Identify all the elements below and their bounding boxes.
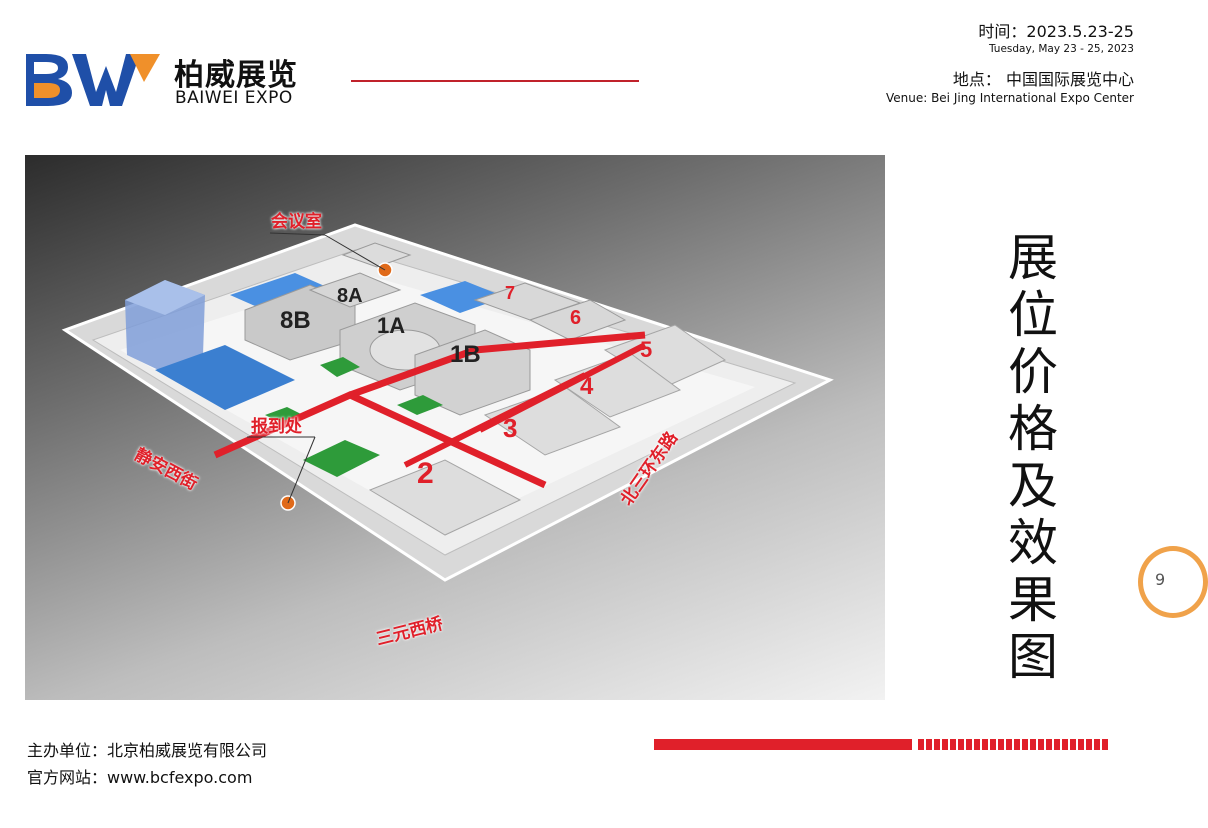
title-char: 效 [1008,514,1058,572]
hall-label-1a: 1A [377,313,406,338]
hall-label-7: 7 [505,283,516,303]
title-char: 位 [1008,286,1058,344]
event-venue: 地点： 中国国际展览中心 [952,70,1134,89]
event-venue-en: Venue: Bei Jing International Expo Cente… [885,91,1134,105]
company-logo [24,52,164,108]
hall-label-3: 3 [503,413,518,443]
hall-label-5: 5 [640,337,653,362]
side-badge[interactable]: 9 [1138,546,1208,618]
title-char: 图 [1008,628,1058,686]
page-title-vertical: 展 位 价 格 及 效 果 图 [1003,230,1063,686]
side-badge-text: 9 [1155,570,1166,589]
title-char: 价 [1008,343,1058,401]
hall-label-1b: 1B [450,341,481,368]
event-time: 时间：2023.5.23-25 [978,22,1134,41]
hall-label-4: 4 [580,373,594,400]
footer-bar-dashed [918,739,1108,750]
event-time-en: Tuesday, May 23 - 25, 2023 [988,43,1134,55]
hall-label-6: 6 [570,307,582,329]
title-char: 及 [1008,457,1058,515]
title-char: 果 [1008,571,1058,629]
venue-map: 会议室 报到处 静安西街 三元西桥 北三环东路 8A 8B 1A 1B 7 6 … [25,155,885,700]
footer-bar-solid [654,739,912,750]
title-char: 格 [1008,400,1058,458]
map-label-meeting-room: 会议室 [271,212,322,232]
hall-label-2: 2 [417,457,434,490]
map-label-registration: 报到处 [251,417,302,437]
hall-label-8a: 8A [337,285,363,307]
venue-map-drawing [61,223,834,582]
title-char: 展 [1008,229,1058,287]
brand-name-cn: 柏威展览 [174,58,298,93]
website-text: 官方网站：www.bcfexpo.com [27,768,253,787]
hall-label-8b: 8B [280,307,311,334]
header-divider [351,80,639,82]
organizer-text: 主办单位：北京柏威展览有限公司 [27,741,268,760]
brand-name-en: BAIWEI EXPO [175,88,293,108]
